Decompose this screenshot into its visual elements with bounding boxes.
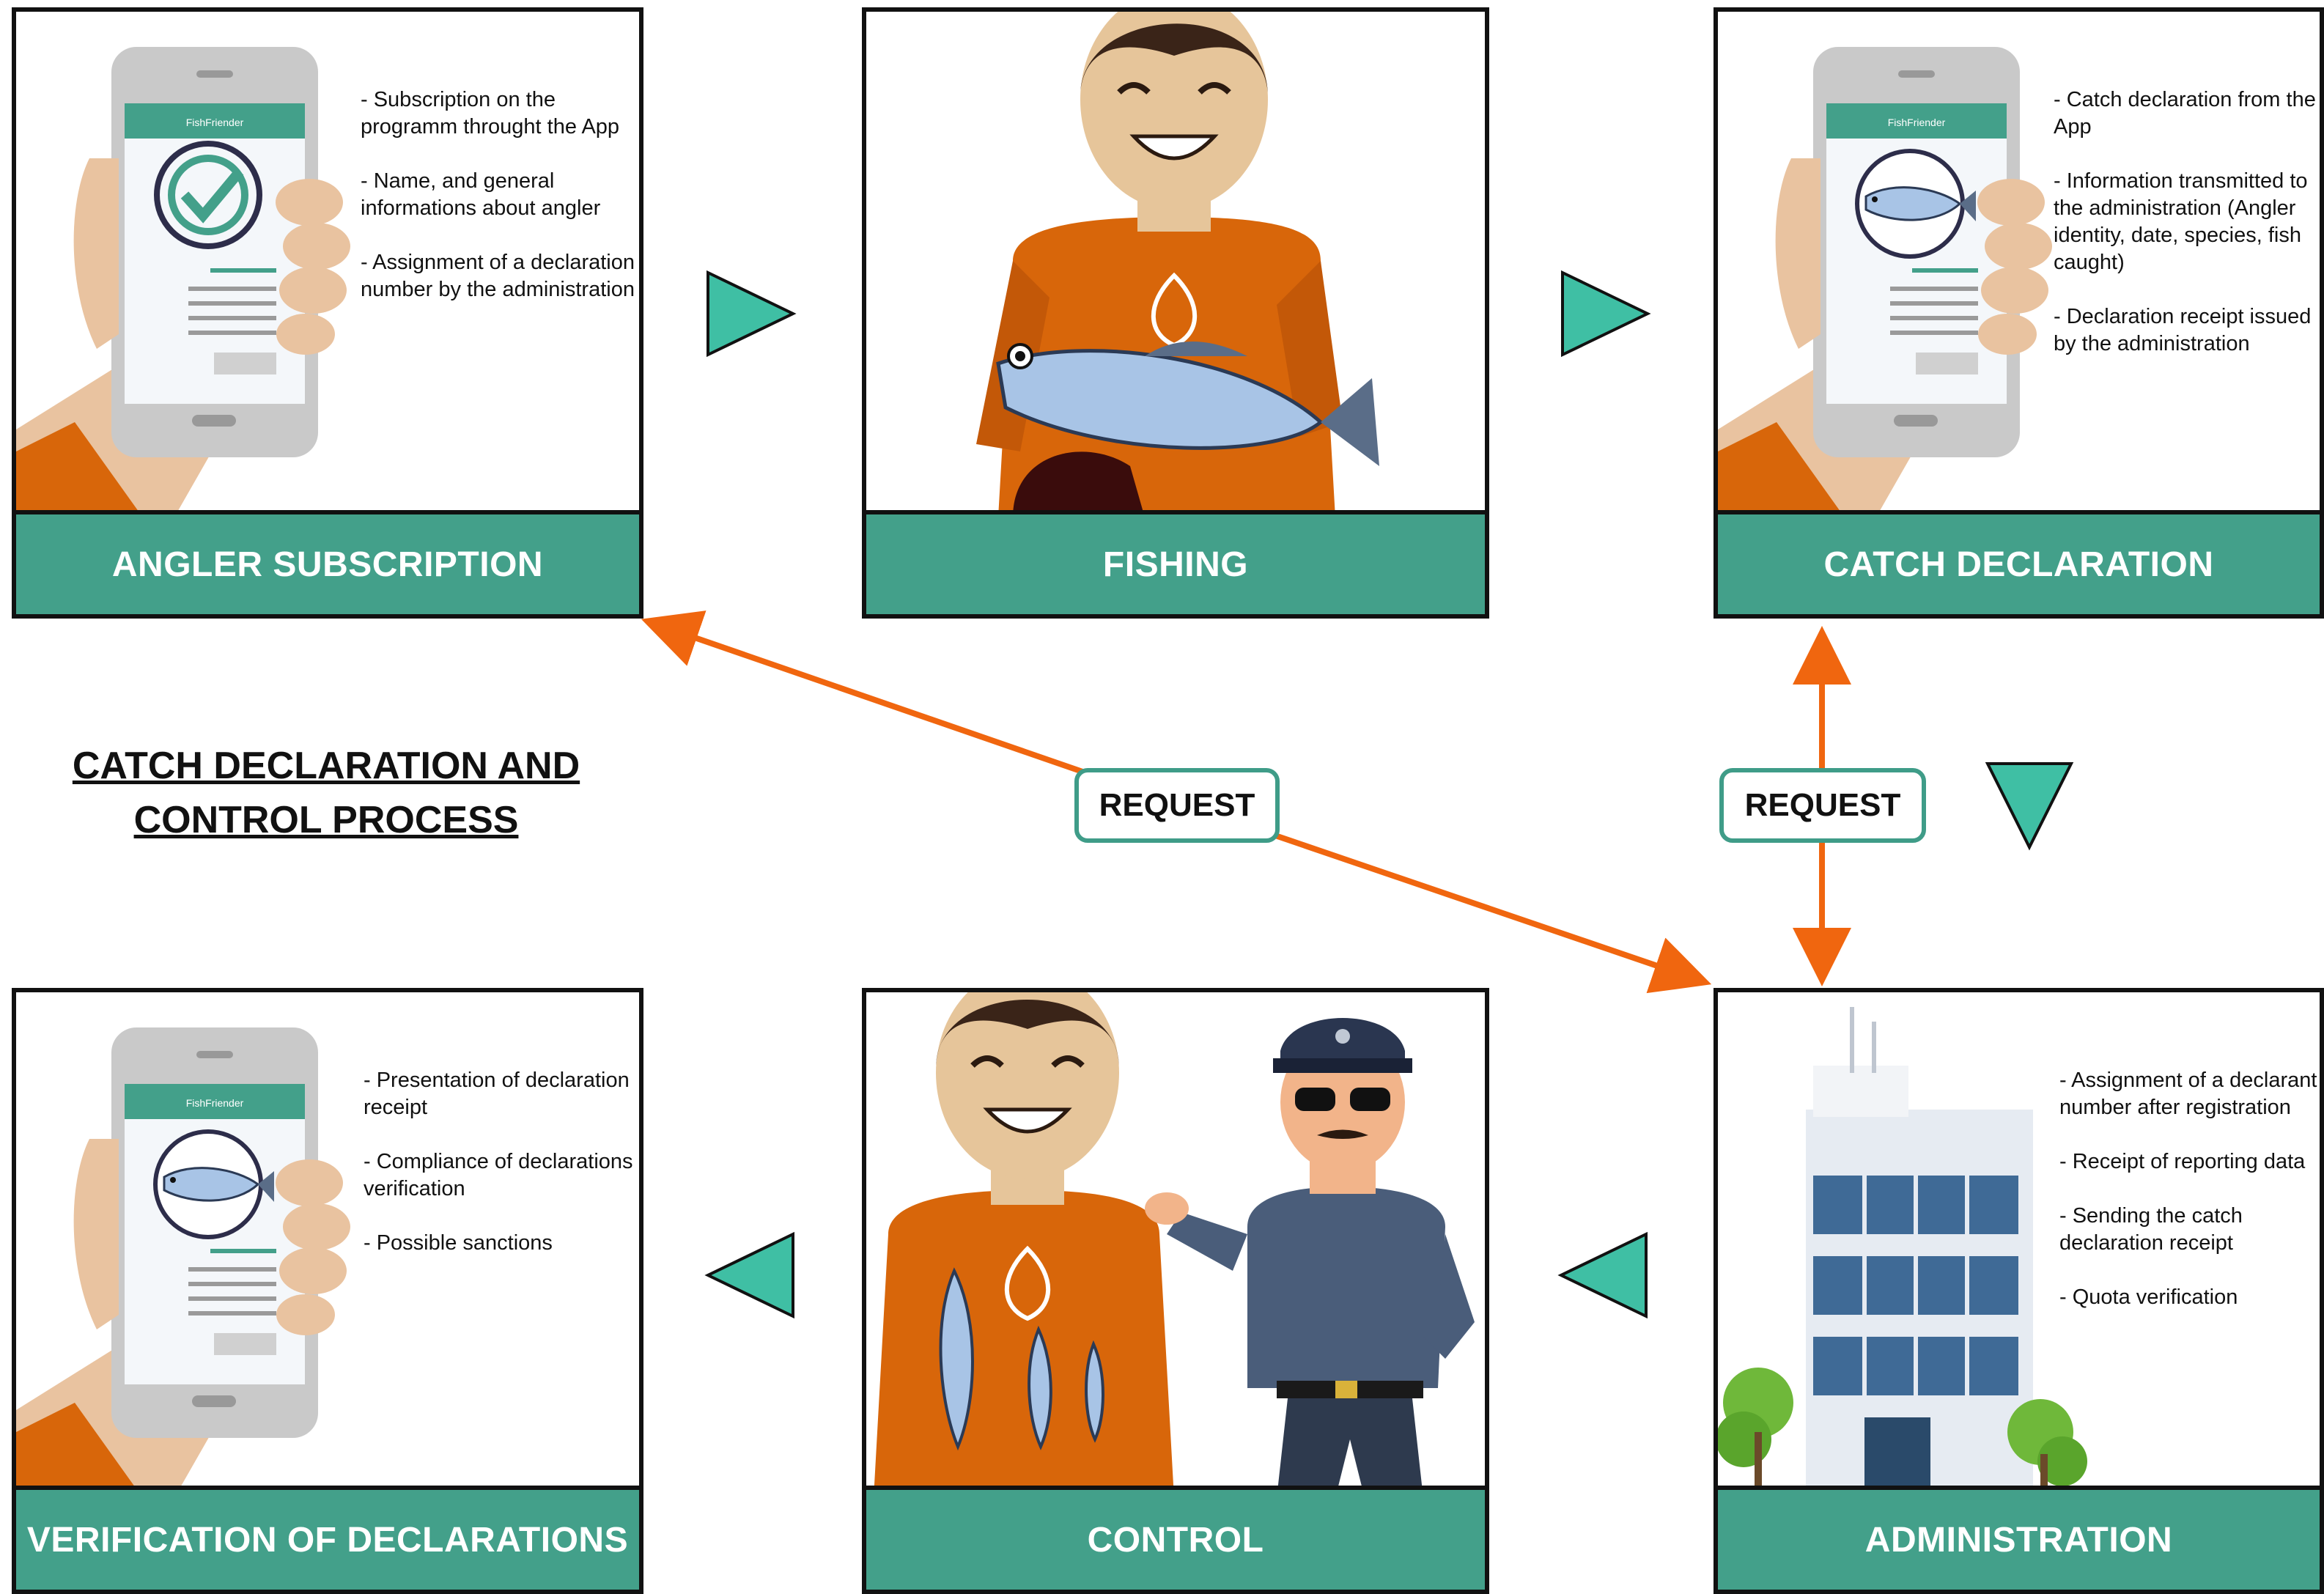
office-building-icon [1718, 1007, 2087, 1491]
flow-arrow-right-2-icon [1561, 270, 1651, 358]
flow-arrow-left-2-icon [704, 1231, 794, 1319]
angler-and-police-officer-icon [874, 992, 1475, 1498]
panel-label-fishing: FISHING [866, 510, 1485, 614]
diagram-title-line-1: CATCH DECLARATION AND [72, 745, 580, 787]
app-name: FishFriender [186, 1097, 244, 1109]
note-item: - Name, and general informations about a… [361, 169, 601, 220]
notes-administration: - Assignment of a declarant number after… [2059, 1067, 2320, 1338]
panel-label-administration: ADMINISTRATION [1718, 1486, 2320, 1590]
notes-verification: - Presentation of declaration receipt - … [364, 1067, 639, 1284]
panel-label-angler-subscription: ANGLER SUBSCRIPTION [16, 510, 639, 614]
panel-catch-declaration: FishFriender - Catch declaration from th… [1714, 7, 2324, 619]
panel-control: CONTROL [862, 988, 1489, 1594]
note-item: - Catch declaration from the App [2054, 88, 2316, 139]
flow-arrow-right-1-icon [707, 270, 797, 358]
note-item: - Presentation of declaration receipt [364, 1069, 630, 1119]
phone-fish-icon: FishFriender [16, 1027, 350, 1505]
panel-label-verification: VERIFICATION OF DECLARATIONS [16, 1486, 639, 1590]
note-item: - Possible sanctions [364, 1231, 553, 1255]
note-item: - Assignment of a declaration number by … [361, 251, 635, 301]
panel-label-control: CONTROL [866, 1486, 1485, 1590]
note-item: - Receipt of reporting data [2059, 1150, 2306, 1173]
note-item: - Sending the catch declaration receipt [2059, 1204, 2243, 1255]
note-item: - Information transmitted to the adminis… [2054, 169, 2308, 274]
arrow-request-to-subscription [641, 610, 1086, 775]
arrow-request-to-administration [1274, 833, 1712, 994]
panel-administration: - Assignment of a declarant number after… [1714, 988, 2324, 1594]
angler-with-fish-icon [976, 12, 1379, 517]
app-name: FishFriender [186, 117, 244, 128]
phone-fish-icon: FishFriender [1718, 47, 2052, 525]
request-label-left: REQUEST [1074, 768, 1280, 843]
panel-label-catch-declaration: CATCH DECLARATION [1718, 510, 2320, 614]
request-label-right: REQUEST [1719, 768, 1926, 843]
app-name: FishFriender [1888, 117, 1946, 128]
notes-angler-subscription: - Subscription on the programm throught … [361, 86, 639, 331]
diagram-title-line-2: CONTROL PROCESS [133, 799, 519, 841]
flow-arrow-down-icon [1985, 762, 2074, 851]
panel-angler-subscription: FishFriender - Subscription on the progr… [12, 7, 643, 619]
note-item: - Compliance of declarations verificatio… [364, 1150, 633, 1200]
panel-fishing: FISHING [862, 7, 1489, 619]
diagram-title: CATCH DECLARATION AND CONTROL PROCESS [59, 739, 594, 847]
panel-verification: FishFriender - Presentation of declarati… [12, 988, 643, 1594]
note-item: - Declaration receipt issued by the admi… [2054, 305, 2312, 355]
note-item: - Quota verification [2059, 1285, 2238, 1309]
flow-arrow-left-1-icon [1557, 1231, 1648, 1319]
notes-catch-declaration: - Catch declaration from the App - Infor… [2054, 86, 2320, 385]
note-item: - Subscription on the programm throught … [361, 88, 620, 139]
phone-checkmark-icon: FishFriender [16, 47, 350, 525]
note-item: - Assignment of a declarant number after… [2059, 1069, 2317, 1119]
